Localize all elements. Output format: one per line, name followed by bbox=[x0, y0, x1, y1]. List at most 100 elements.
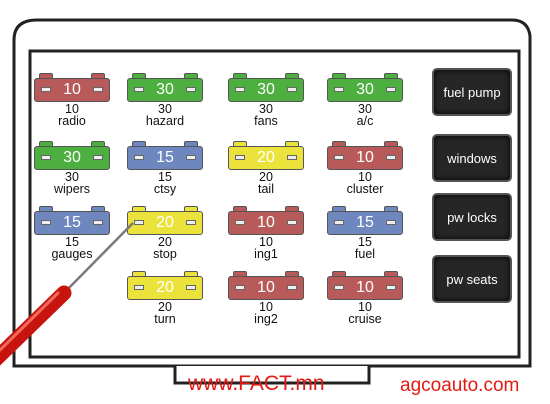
watermark-agcoauto: agcoauto.com bbox=[400, 375, 520, 396]
fuse-tab bbox=[384, 73, 398, 80]
fuse-amp-value: 10 bbox=[356, 149, 374, 166]
fuse-amp-value: 10 bbox=[63, 81, 81, 98]
fuse-rating-label: 10 bbox=[65, 102, 79, 116]
fuse-slot bbox=[235, 155, 245, 160]
fuse-tail: 20 bbox=[228, 140, 304, 170]
fuse-tab bbox=[332, 206, 346, 213]
fuse-amp-value: 30 bbox=[156, 81, 174, 98]
fuse-fuel: 15 bbox=[327, 205, 403, 235]
fuse-name-label: turn bbox=[154, 312, 176, 326]
fuse-slot bbox=[41, 155, 51, 160]
fuse-ing2: 10 bbox=[228, 270, 304, 300]
fuse-slot bbox=[334, 87, 344, 92]
fuse-tab bbox=[91, 73, 105, 80]
fuse-name-label: hazard bbox=[145, 114, 185, 128]
fuse-tab bbox=[39, 141, 53, 148]
fuse-tab bbox=[91, 141, 105, 148]
fuse-rating-label: 20 bbox=[158, 300, 172, 314]
fuse-tab bbox=[233, 271, 247, 278]
fuse-name-label: fans bbox=[254, 114, 278, 128]
fuse-name-label: a/c bbox=[356, 114, 374, 128]
fuse-slot bbox=[287, 285, 297, 290]
fuse-rating-label: 20 bbox=[259, 170, 273, 184]
fuse-tab bbox=[233, 206, 247, 213]
fuse-tab bbox=[332, 141, 346, 148]
fuse-tab bbox=[132, 206, 146, 213]
fuse-name-label: stop bbox=[153, 247, 177, 261]
fuse-slot bbox=[386, 155, 396, 160]
fuse-amp-value: 30 bbox=[63, 149, 81, 166]
fuse-tab bbox=[285, 206, 299, 213]
fuse-name-label: wipers bbox=[53, 182, 91, 196]
fuse-amp-value: 30 bbox=[257, 81, 275, 98]
fuse-stop: 20 bbox=[127, 205, 203, 235]
fuse-slot bbox=[93, 87, 103, 92]
fuse-cruise: 10 bbox=[327, 270, 403, 300]
fuse-rating-label: 15 bbox=[358, 235, 372, 249]
fuse-a/c: 30 bbox=[327, 72, 403, 102]
fuse-tab bbox=[384, 206, 398, 213]
fuse-slot bbox=[186, 285, 196, 290]
fuse-slot bbox=[386, 220, 396, 225]
fuse-tab bbox=[39, 206, 53, 213]
fuse-slot bbox=[235, 285, 245, 290]
fuse-tab bbox=[285, 271, 299, 278]
fuse-tab bbox=[132, 73, 146, 80]
fuse-box-connector-tab bbox=[173, 366, 371, 385]
fuse-wipers: 30 bbox=[34, 140, 110, 170]
fuse-ing1: 10 bbox=[228, 205, 304, 235]
fuse-rating-label: 10 bbox=[259, 300, 273, 314]
fuse-hazard: 30 bbox=[127, 72, 203, 102]
fuse-name-label: cruise bbox=[348, 312, 382, 326]
fuse-rating-label: 15 bbox=[158, 170, 172, 184]
fuse-tab bbox=[233, 141, 247, 148]
fuse-fans: 30 bbox=[228, 72, 304, 102]
fuse-amp-value: 20 bbox=[257, 149, 275, 166]
watermark-fact: www.FACT.mn bbox=[188, 372, 325, 395]
fuse-amp-value: 30 bbox=[356, 81, 374, 98]
fuse-tab bbox=[285, 141, 299, 148]
fuse-name-label: radio bbox=[58, 114, 86, 128]
fuse-slot bbox=[41, 220, 51, 225]
fuse-rating-label: 30 bbox=[65, 170, 79, 184]
fuse-amp-value: 15 bbox=[156, 149, 174, 166]
fuse-rating-label: 30 bbox=[158, 102, 172, 116]
fuse-name-label: ing1 bbox=[254, 247, 278, 261]
relay-windows: windows bbox=[432, 134, 512, 182]
fuse-slot bbox=[186, 220, 196, 225]
fuse-amp-value: 20 bbox=[156, 214, 174, 231]
fuse-amp-value: 10 bbox=[356, 279, 374, 296]
fuse-tab bbox=[332, 73, 346, 80]
fuse-slot bbox=[386, 87, 396, 92]
fuse-slot bbox=[287, 155, 297, 160]
fuse-slot bbox=[386, 285, 396, 290]
fuse-cluster: 10 bbox=[327, 140, 403, 170]
fuse-slot bbox=[287, 220, 297, 225]
fuse-tab bbox=[91, 206, 105, 213]
fuse-turn: 20 bbox=[127, 270, 203, 300]
fuse-slot bbox=[334, 285, 344, 290]
fuse-rating-label: 10 bbox=[259, 235, 273, 249]
relay-pw-locks: pw locks bbox=[432, 193, 512, 241]
fuse-name-label: fuel bbox=[354, 247, 376, 261]
fuse-name-label: ctsy bbox=[153, 182, 177, 196]
fuse-name-label: cluster bbox=[346, 182, 384, 196]
fuse-slot bbox=[287, 87, 297, 92]
fuse-amp-value: 15 bbox=[63, 214, 81, 231]
fuse-slot bbox=[334, 155, 344, 160]
fuse-tab bbox=[184, 206, 198, 213]
fuse-tab bbox=[39, 73, 53, 80]
fuse-tab bbox=[184, 271, 198, 278]
fuse-slot bbox=[334, 220, 344, 225]
fuse-slot bbox=[134, 87, 144, 92]
fuse-gauges: 15 bbox=[34, 205, 110, 235]
fuse-name-label: ing2 bbox=[254, 312, 278, 326]
fuse-tab bbox=[184, 73, 198, 80]
fuse-rating-label: 30 bbox=[259, 102, 273, 116]
fuse-tab bbox=[384, 141, 398, 148]
fuse-amp-value: 10 bbox=[257, 279, 275, 296]
fuse-slot bbox=[134, 155, 144, 160]
fuse-radio: 10 bbox=[34, 72, 110, 102]
fuse-amp-value: 20 bbox=[156, 279, 174, 296]
